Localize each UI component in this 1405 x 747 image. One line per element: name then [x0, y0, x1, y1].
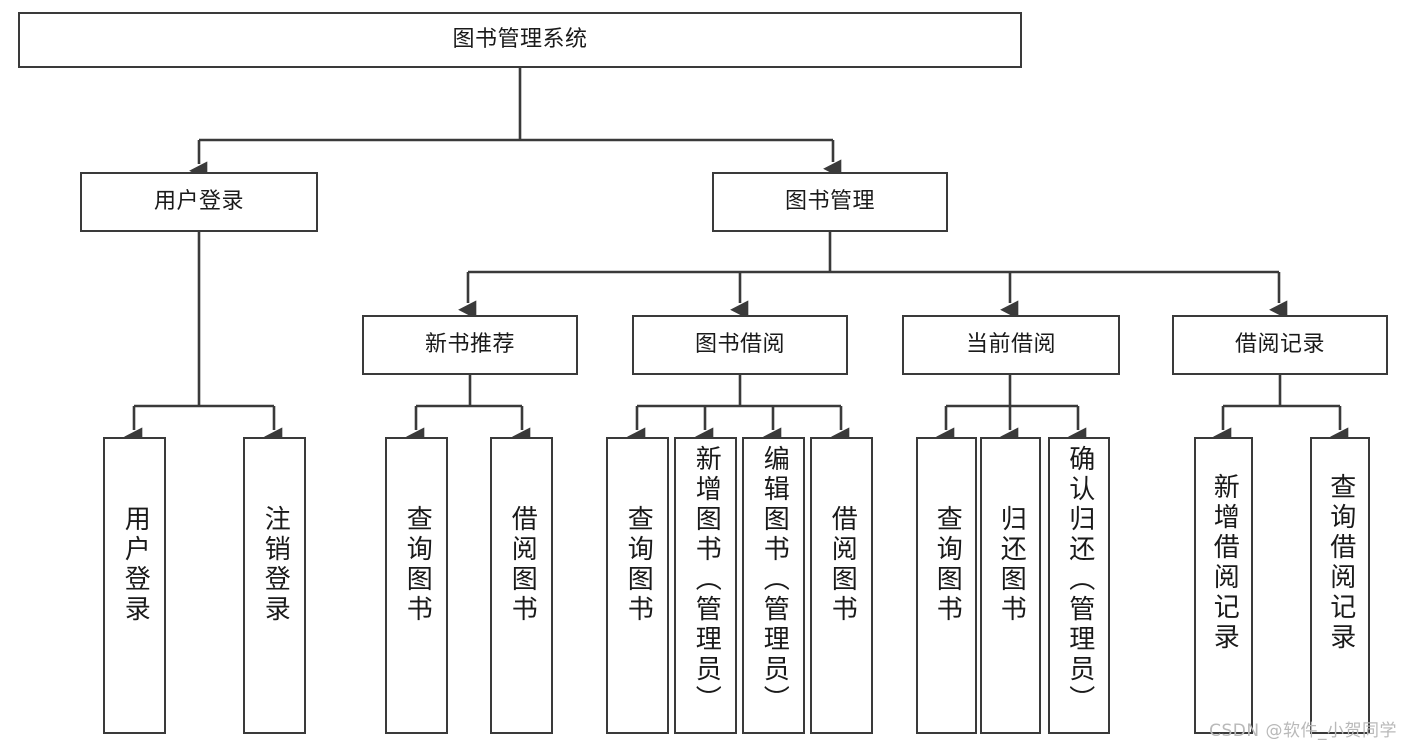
node-leaf-query-record-label: 查询借阅记录	[1325, 473, 1356, 653]
node-book-manage-label: 图书管理	[784, 189, 875, 214]
node-leaf-user-login[interactable]: 用户登录	[103, 437, 166, 734]
node-leaf-query-record[interactable]: 查询借阅记录	[1310, 437, 1370, 734]
node-root-label: 图书管理系统	[452, 27, 588, 52]
node-current-borrow[interactable]: 当前借阅	[902, 315, 1120, 375]
node-leaf-borrow-book-rec-label: 借阅图书	[507, 505, 538, 625]
node-leaf-borrow-book[interactable]: 借阅图书	[810, 437, 873, 734]
node-leaf-query-book-rec-label: 查询图书	[402, 505, 433, 625]
node-leaf-query-book-cur-label: 查询图书	[932, 505, 963, 625]
node-new-book-rec[interactable]: 新书推荐	[362, 315, 578, 375]
node-leaf-query-book-rec[interactable]: 查询图书	[385, 437, 448, 734]
node-leaf-edit-book-label: 编辑图书（管理员）	[759, 445, 790, 715]
node-book-borrow-label: 图书借阅	[694, 332, 785, 357]
node-borrow-record-label: 借阅记录	[1234, 332, 1325, 357]
node-leaf-add-record[interactable]: 新增借阅记录	[1194, 437, 1253, 734]
node-book-borrow[interactable]: 图书借阅	[632, 315, 848, 375]
node-leaf-query-book-borrow-label: 查询图书	[623, 505, 654, 625]
csdn-watermark: CSDN @软件_小贺同学	[1209, 721, 1397, 741]
node-leaf-confirm-return[interactable]: 确认归还（管理员）	[1048, 437, 1110, 734]
node-current-borrow-label: 当前借阅	[965, 332, 1056, 357]
node-leaf-return-book[interactable]: 归还图书	[980, 437, 1041, 734]
node-leaf-add-book-label: 新增图书（管理员）	[691, 445, 722, 715]
node-leaf-confirm-return-label: 确认归还（管理员）	[1064, 445, 1095, 715]
node-leaf-add-book[interactable]: 新增图书（管理员）	[674, 437, 737, 734]
node-leaf-borrow-book-rec[interactable]: 借阅图书	[490, 437, 553, 734]
node-user-login-label: 用户登录	[153, 189, 244, 214]
node-leaf-logout-label: 注销登录	[260, 505, 291, 625]
node-leaf-edit-book[interactable]: 编辑图书（管理员）	[742, 437, 805, 734]
node-leaf-user-login-label: 用户登录	[120, 505, 151, 625]
node-leaf-query-book-borrow[interactable]: 查询图书	[606, 437, 669, 734]
node-user-login[interactable]: 用户登录	[80, 172, 318, 232]
node-new-book-rec-label: 新书推荐	[424, 332, 515, 357]
node-leaf-logout[interactable]: 注销登录	[243, 437, 306, 734]
node-leaf-return-book-label: 归还图书	[996, 505, 1027, 625]
node-borrow-record[interactable]: 借阅记录	[1172, 315, 1388, 375]
node-leaf-add-record-label: 新增借阅记录	[1209, 473, 1240, 653]
node-leaf-query-book-cur[interactable]: 查询图书	[916, 437, 977, 734]
node-leaf-borrow-book-label: 借阅图书	[827, 505, 858, 625]
node-book-manage[interactable]: 图书管理	[712, 172, 948, 232]
node-root[interactable]: 图书管理系统	[18, 12, 1022, 68]
